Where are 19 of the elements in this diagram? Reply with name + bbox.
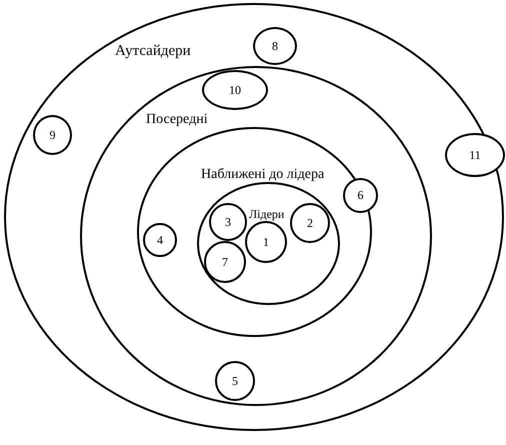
numbered-circle: 4	[143, 223, 177, 257]
zone-label: Лідери	[249, 206, 284, 222]
numbered-circle: 1	[245, 221, 287, 263]
numbered-circle: 9	[33, 115, 72, 155]
zone-ellipse	[80, 66, 432, 406]
numbered-circle: 5	[215, 361, 255, 401]
zone-label: Аутсайдери	[115, 43, 191, 59]
numbered-circle: 8	[253, 27, 297, 65]
numbered-circle: 11	[445, 133, 505, 177]
zone-label: Наближені до лідера	[201, 167, 324, 183]
numbered-circle: 6	[343, 178, 378, 213]
zone-ellipse	[137, 127, 372, 337]
zone-ellipse	[197, 182, 340, 305]
numbered-circle: 7	[204, 241, 246, 283]
numbered-circle: 10	[202, 70, 268, 110]
zone-label: Посередні	[146, 112, 208, 128]
numbered-circle: 2	[290, 203, 330, 243]
zone-ellipse	[4, 3, 504, 431]
numbered-circle: 3	[209, 203, 247, 241]
